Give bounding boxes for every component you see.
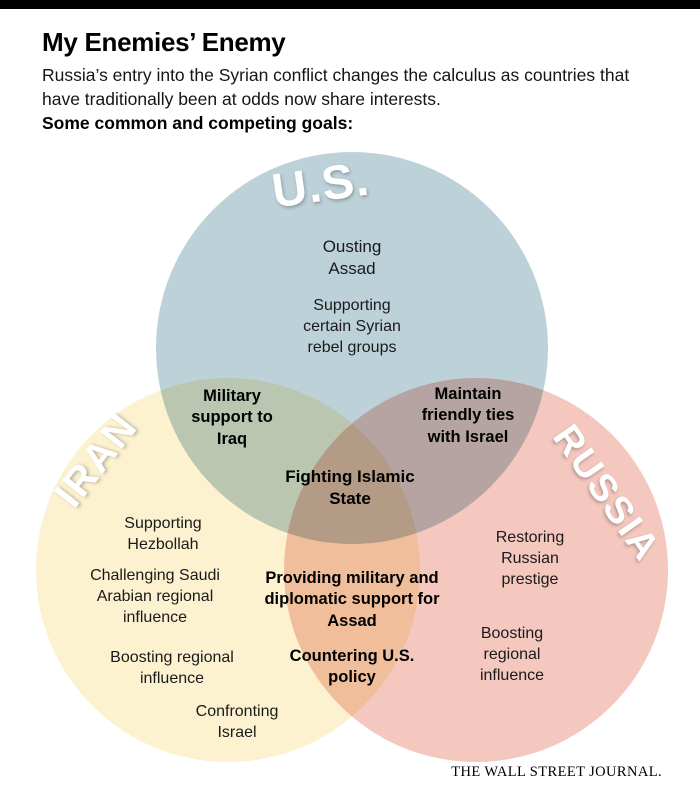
wsj-masthead: THE WALL STREET JOURNAL.: [451, 764, 662, 780]
iran-goal-saudi: Challenging Saudi Arabian regional influ…: [90, 567, 220, 626]
russia-goal-prestige: Restoring Russian prestige: [495, 529, 565, 588]
overlap-center-goal: Fighting Islamic State: [285, 467, 415, 509]
us-goal-rebel-groups: Supporting certain Syrian rebel groups: [303, 297, 401, 356]
overlap-us-iran-goal: Military support to Iraq: [191, 387, 273, 448]
russia-circle: [284, 378, 668, 762]
iran-goal-confronting-israel: Confronting Israel: [195, 703, 279, 741]
iran-goal-hezbollah: Supporting Hezbollah: [124, 515, 202, 553]
goals-intro-line: Some common and competing goals:: [42, 113, 354, 133]
top-rule: [0, 0, 700, 9]
iran-goal-regional-influence: Boosting regional influence: [110, 649, 234, 687]
us-goal-ousting-assad: Ousting Assad: [322, 237, 382, 279]
page-title: My Enemies’ Enemy: [42, 27, 286, 57]
subtitle-text: Russia’s entry into the Syrian conflict …: [42, 65, 630, 109]
overlap-iran-russia-policy-goal: Countering U.S. policy: [289, 647, 415, 687]
overlap-iran-russia-assad-goal: Providing military and diplomatic suppor…: [264, 569, 440, 630]
russia-goal-regional-influence: Boosting regional influence: [479, 625, 545, 684]
overlap-us-russia-goal: Maintain friendly ties with Israel: [421, 385, 515, 446]
